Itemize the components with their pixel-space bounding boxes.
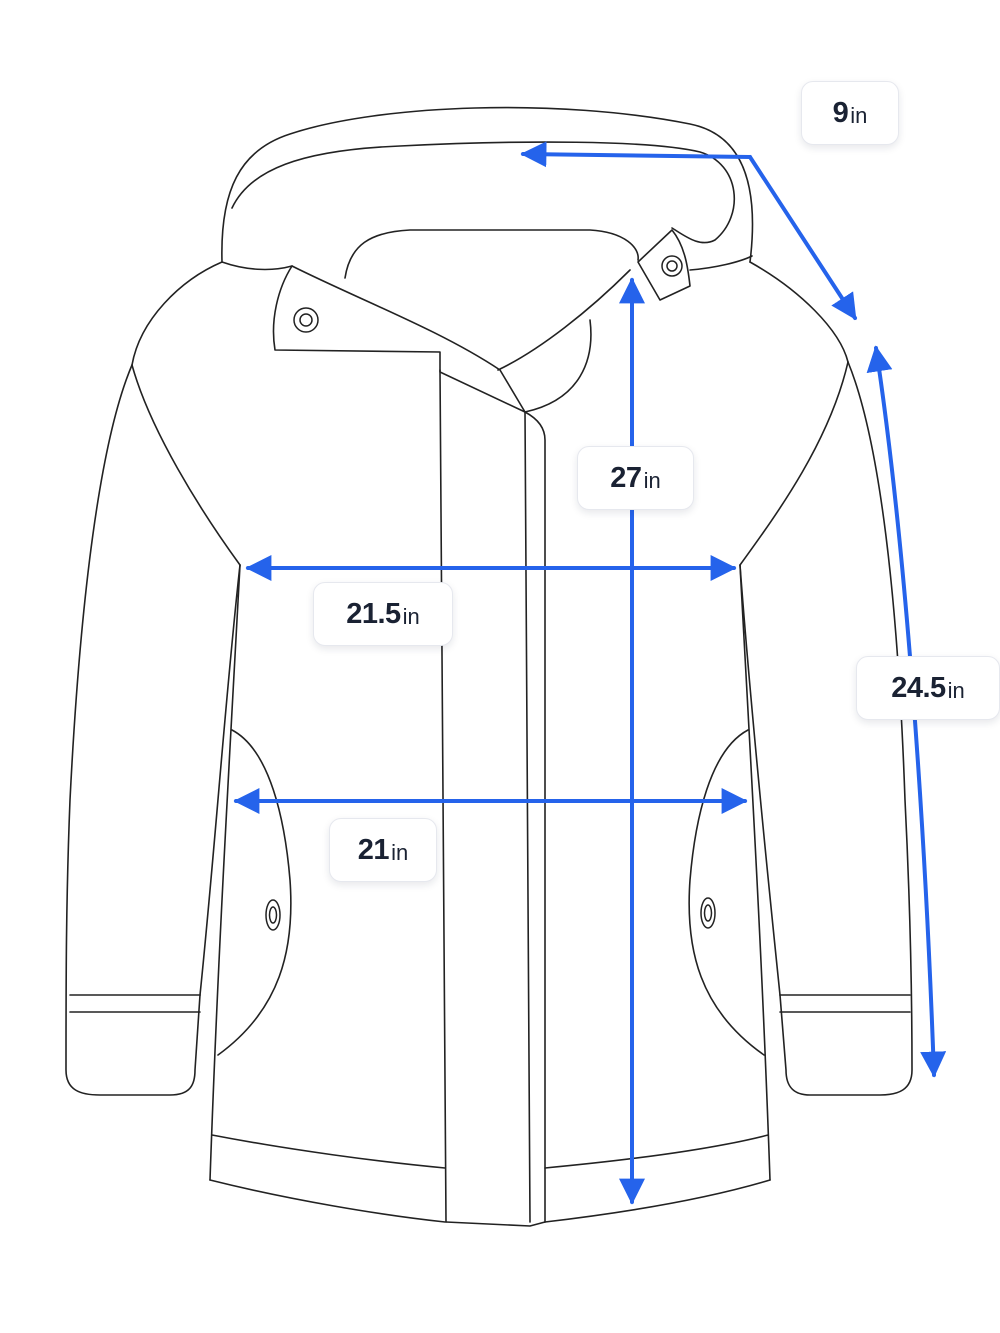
pocket-snap-right [700, 897, 716, 929]
placket-right-edge [524, 411, 531, 1223]
placket-seam [524, 411, 546, 1223]
right-collar-flap [637, 229, 691, 301]
hood-value: 9 [832, 96, 849, 129]
collar-front [497, 269, 631, 371]
hem-bottom-left [209, 1179, 446, 1223]
chest-value: 21.5 [346, 597, 401, 630]
hem-band-left [211, 1134, 446, 1169]
placket-left-edge [439, 369, 447, 1223]
hood-arrow-top [520, 141, 752, 168]
sleeve-unit: in [947, 678, 965, 703]
left-sleeve-outer [65, 364, 201, 1096]
right-pocket [688, 729, 765, 1056]
placket-bottom [445, 1221, 546, 1227]
collar-snap-left [293, 307, 319, 333]
hood-brim-right [689, 255, 753, 271]
right-body-side [739, 564, 771, 1181]
right-shoulder [749, 261, 849, 363]
left-sleeve-inner [199, 564, 241, 996]
hood-outer [221, 106, 754, 263]
collar-snap-right [661, 255, 683, 277]
hood-unit: in [850, 103, 868, 128]
hem-bottom-right [544, 1179, 771, 1223]
chest-unit: in [402, 604, 420, 629]
hem-value: 21 [357, 833, 390, 866]
length-unit: in [643, 468, 661, 493]
hem-band-right [544, 1134, 769, 1169]
sleeve-value: 24.5 [891, 671, 946, 704]
left-collar-flap [272, 265, 526, 413]
hood-brim-left [221, 261, 293, 271]
snap-buttons [265, 255, 716, 931]
left-body-side [209, 564, 241, 1181]
hood-inner [231, 141, 736, 244]
collar-fold [524, 319, 592, 413]
hem-unit: in [391, 840, 409, 865]
length-value: 27 [610, 461, 642, 494]
jacket-outline [65, 106, 913, 1227]
hood-arrow-diagonal [748, 155, 857, 321]
pocket-snap-left [265, 899, 281, 931]
left-raglan [131, 364, 241, 566]
left-pocket [217, 729, 292, 1056]
measurement-arrows [233, 141, 947, 1205]
collar-lining [344, 229, 639, 279]
left-shoulder [131, 261, 223, 366]
right-sleeve-inner [739, 564, 781, 996]
right-raglan [739, 361, 849, 566]
